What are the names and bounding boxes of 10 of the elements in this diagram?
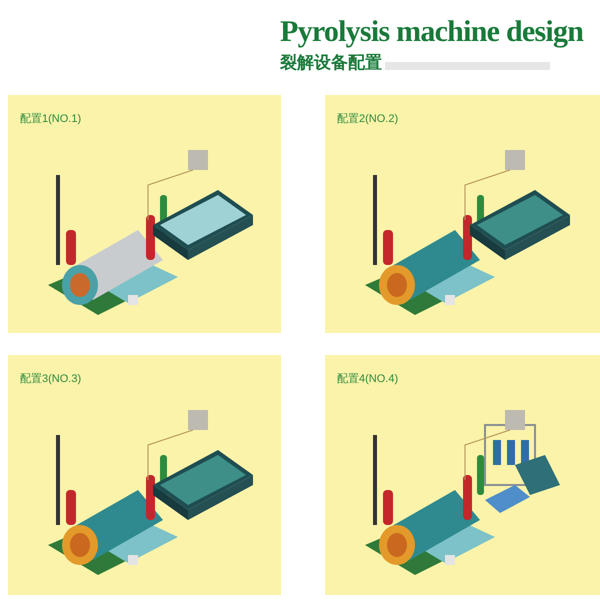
panel-label: 配置1(NO.1) [20, 112, 82, 127]
panel-label: 配置4(NO.4) [337, 372, 398, 387]
panel-label: 配置2(NO.2) [337, 112, 398, 127]
subtitle: 裂解设备配置 [280, 52, 382, 74]
configuration-panel [325, 95, 600, 333]
configuration-panel [325, 355, 600, 595]
panel-label: 配置3(NO.3) [20, 372, 82, 387]
configuration-panel [8, 95, 281, 333]
title: Pyrolysis machine design [280, 14, 584, 50]
configuration-panel [8, 355, 281, 595]
